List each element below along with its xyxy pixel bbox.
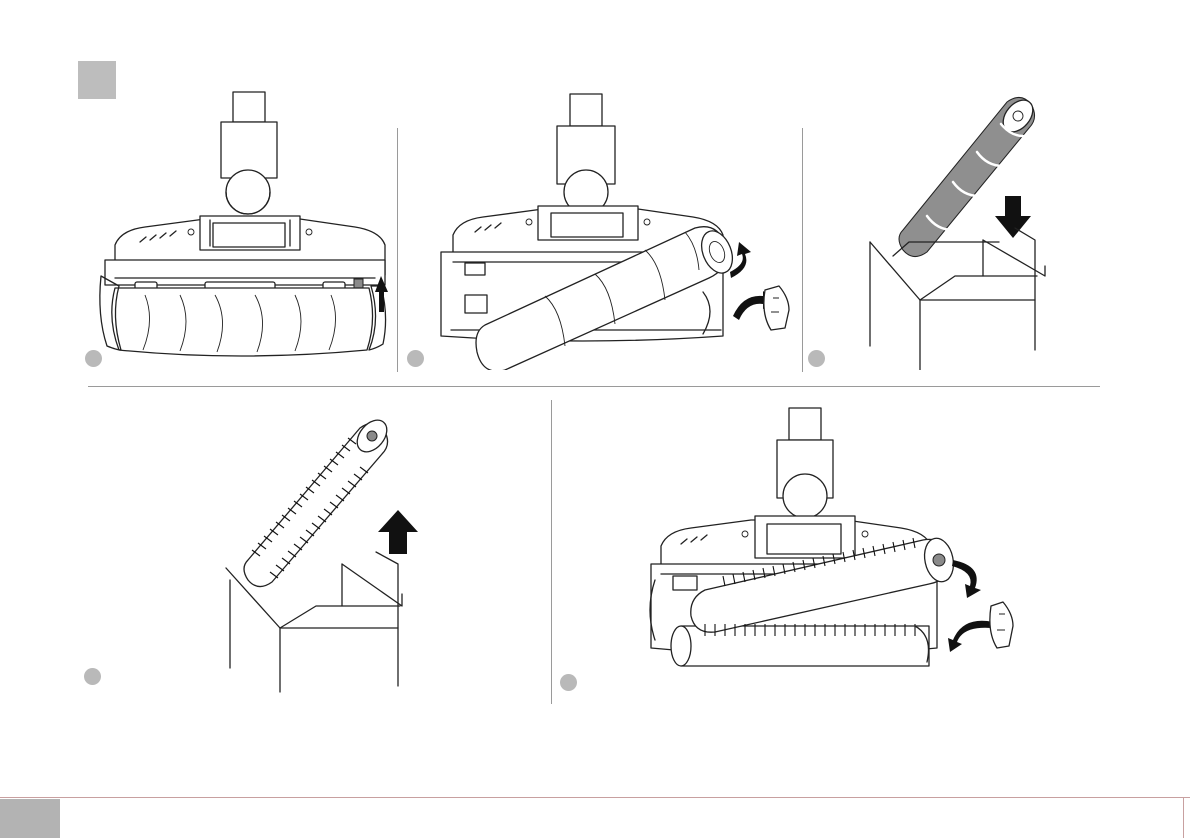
step-2-panel — [405, 80, 800, 370]
step-4-panel — [80, 400, 550, 700]
step-2-illustration — [405, 80, 800, 370]
step-5-illustration — [555, 400, 1075, 700]
brush-end-cap — [764, 286, 789, 330]
step-1-badge — [85, 350, 102, 367]
divider-vertical-1 — [397, 128, 398, 372]
divider-vertical-3 — [551, 400, 552, 704]
arrow-up-icon — [378, 510, 418, 554]
page-number-box — [0, 799, 60, 838]
curved-arrow-up-icon — [730, 242, 751, 278]
step-1-panel — [95, 80, 395, 370]
step-1-illustration — [95, 80, 395, 370]
divider-vertical-2 — [802, 128, 803, 372]
step-3-badge — [808, 350, 825, 367]
brush-end-cap — [990, 602, 1013, 648]
curved-arrow-left-icon — [948, 621, 993, 652]
step-4-badge — [84, 668, 101, 685]
curved-arrow-down-icon — [952, 560, 981, 598]
step-3-illustration — [805, 80, 1185, 370]
step-5-badge — [560, 674, 577, 691]
arrow-down-icon — [995, 196, 1031, 238]
step-2-badge — [407, 350, 424, 367]
step-4-illustration — [80, 400, 550, 700]
divider-horizontal — [88, 386, 1100, 387]
step-3-panel — [805, 80, 1185, 370]
footer-edge-line — [1183, 797, 1184, 838]
step-5-panel — [555, 400, 1075, 700]
page-footer — [0, 797, 1190, 839]
